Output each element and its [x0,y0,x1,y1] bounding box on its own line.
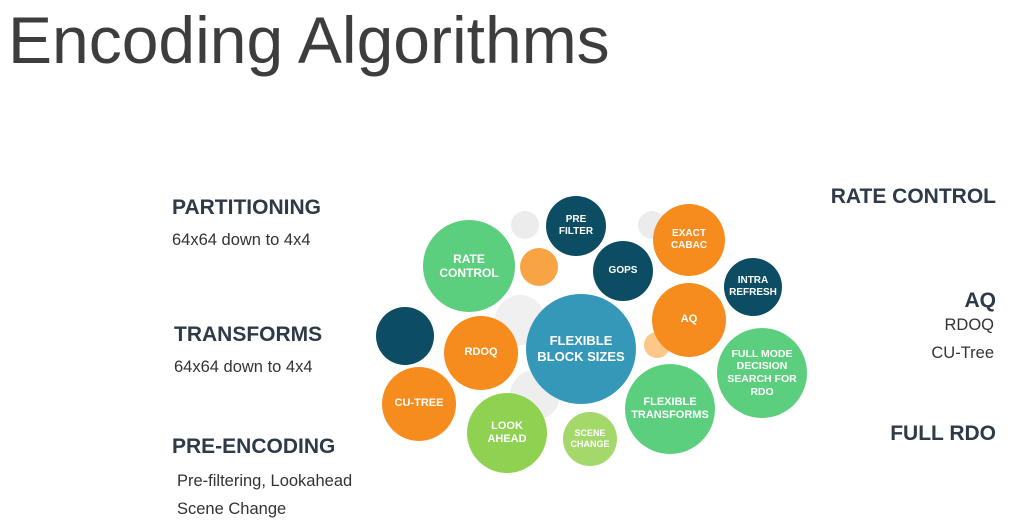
transforms-detail: 64x64 down to 4x4 [174,358,313,376]
rate-control-heading: RATE CONTROL [830,185,996,208]
bubble-rdoq: RDOQ [444,316,518,390]
orange-dot [520,248,558,286]
pre-encoding-detail-2: Scene Change [177,500,287,518]
pre-encoding-heading: PRE-ENCODING [172,435,336,458]
bubble-rate-control: RATE CONTROL [423,220,515,312]
page-title: Encoding Algorithms [8,3,610,77]
bubble-pre-filter: PRE FILTER [546,196,606,256]
partitioning-detail: 64x64 down to 4x4 [172,231,311,249]
teal-dot [376,307,434,365]
bubble-look-ahead: LOOK AHEAD [467,393,547,473]
gray-circle [511,211,539,239]
bubble-flexible-transforms: FLEXIBLE TRANSFORMS [625,364,715,454]
full-rdo-heading: FULL RDO [890,422,996,445]
aq-detail-2: CU-Tree [931,344,994,362]
bubble-scene-change: SCENE CHANGE [563,412,617,466]
transforms-heading: TRANSFORMS [174,323,323,346]
aq-detail-1: RDOQ [944,316,995,334]
bubble-full-mode-decision: FULL MODE DECISION SEARCH FOR RDO [717,328,807,418]
partitioning-heading: PARTITIONING [172,196,321,219]
bubble-intra-refresh: INTRA REFRESH [724,258,782,316]
bubble-flexible-block-sizes: FLEXIBLE BLOCK SIZES [526,294,636,404]
bubble-gops: GOPS [593,241,653,301]
aq-heading: AQ [964,289,997,312]
bubble-cu-tree: CU-TREE [382,367,456,441]
bubble-exact-cabac: EXACT CABAC [653,204,725,276]
pre-encoding-detail-1: Pre-filtering, Lookahead [177,472,353,490]
bubble-aq: AQ [652,283,726,357]
